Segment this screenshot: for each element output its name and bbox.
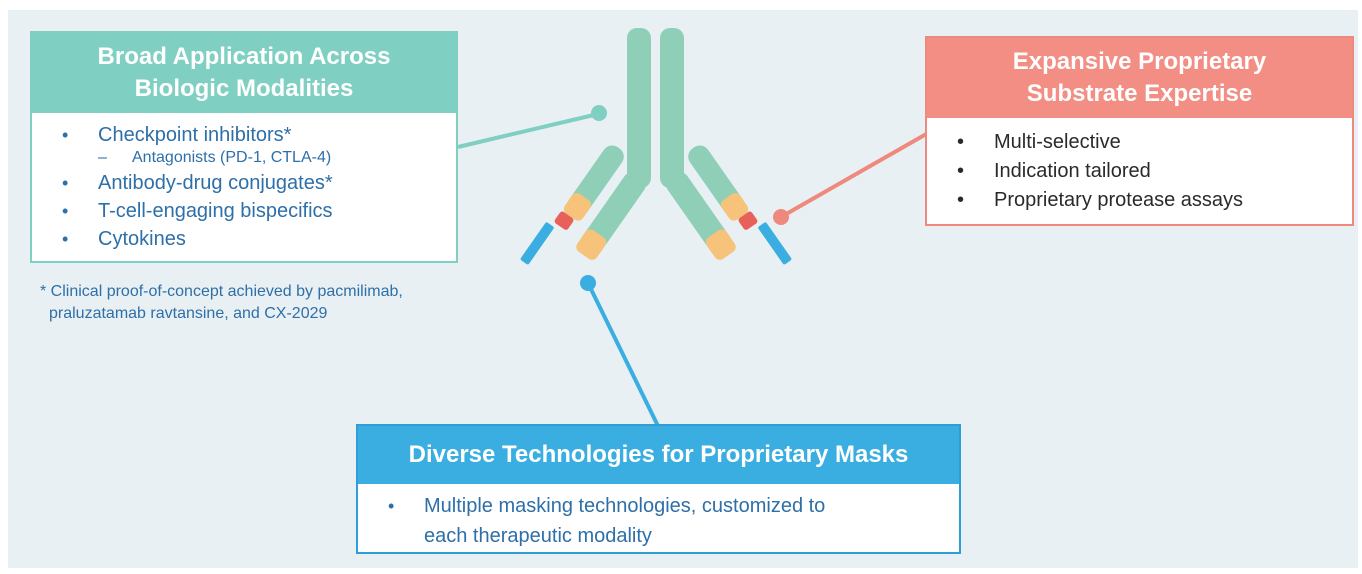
list-item: • Multi-selective xyxy=(927,128,1352,157)
list-item: • Cytokines xyxy=(32,225,456,253)
list-item-text: Antagonists (PD-1, CTLA-4) xyxy=(132,149,332,166)
masks-panel: Diverse Technologies for Proprietary Mas… xyxy=(356,424,961,554)
list-item-text: Multi-selective xyxy=(994,131,1121,153)
modalities-list: • Checkpoint inhibitors* – Antagonists (PD… xyxy=(32,113,456,253)
masks-title: Diverse Technologies for Proprietary Mas… xyxy=(408,441,909,468)
list-item-text-line1: Multiple masking technologies, customize… xyxy=(424,495,826,517)
modalities-title-line1: Broad Application Across xyxy=(97,43,391,70)
connector-bottom xyxy=(586,282,660,427)
substrate-panel-header: Expansive Proprietary Substrate Expertis… xyxy=(927,38,1352,118)
antibody-stem-left xyxy=(627,28,651,188)
substrate-panel: Expansive Proprietary Substrate Expertis… xyxy=(925,36,1354,226)
list-item: • Multiple masking technologies, customi… xyxy=(358,491,959,551)
masks-list: • Multiple masking technologies, customi… xyxy=(358,484,959,551)
bullet: • xyxy=(62,125,69,145)
bullet: • xyxy=(957,189,965,211)
list-item-text: Cytokines xyxy=(98,228,186,250)
substrate-title-line1: Expansive Proprietary xyxy=(1012,48,1267,75)
list-item-text: Checkpoint inhibitors* xyxy=(98,124,292,146)
bullet: • xyxy=(62,173,69,193)
list-item-text: Antibody-drug conjugates* xyxy=(98,172,333,194)
connector-bottom-dot xyxy=(580,275,596,291)
list-item-text: T-cell-engaging bispecifics xyxy=(98,200,333,222)
antibody-arm-right xyxy=(666,145,792,265)
bullet: • xyxy=(957,131,965,153)
antibody-arm-left xyxy=(520,145,646,265)
bullet: • xyxy=(62,229,69,249)
connector-right xyxy=(780,131,929,219)
list-item-text: Indication tailored xyxy=(994,160,1151,182)
modalities-panel-header: Broad Application Across Biologic Modali… xyxy=(32,33,456,113)
footnote-line1: * Clinical proof-of-concept achieved by … xyxy=(40,283,403,300)
list-item-text: Proprietary protease assays xyxy=(994,189,1244,211)
footnote: * Clinical proof-of-concept achieved by … xyxy=(40,281,480,325)
bullet: • xyxy=(388,496,395,516)
modalities-panel: Broad Application Across Biologic Modali… xyxy=(30,31,458,263)
masks-panel-header: Diverse Technologies for Proprietary Mas… xyxy=(358,426,959,484)
list-item-text-line2: each therapeutic modality xyxy=(424,525,652,547)
list-item: • Antibody-drug conjugates* xyxy=(32,169,456,197)
list-item: • Indication tailored xyxy=(927,157,1352,186)
connector-left xyxy=(457,112,599,149)
antibody-stem-right xyxy=(660,28,684,188)
bullet: • xyxy=(957,160,965,182)
connector-right-dot xyxy=(773,209,789,225)
substrate-list: • Multi-selective • Indication tailored • P… xyxy=(927,118,1352,215)
connector-left-dot xyxy=(591,105,607,121)
bullet: – xyxy=(98,149,107,166)
list-item: • T-cell-engaging bispecifics xyxy=(32,197,456,225)
bullet: • xyxy=(62,201,69,221)
list-subitem: – Antagonists (PD-1, CTLA-4) xyxy=(32,147,456,169)
list-item: • Proprietary protease assays xyxy=(927,186,1352,215)
list-item: • Checkpoint inhibitors* xyxy=(32,121,456,149)
modalities-title-line2: Biologic Modalities xyxy=(134,75,354,102)
footnote-line2: praluzatamab ravtansine, and CX-2029 xyxy=(49,305,328,322)
substrate-title-line2: Substrate Expertise xyxy=(1026,80,1253,107)
